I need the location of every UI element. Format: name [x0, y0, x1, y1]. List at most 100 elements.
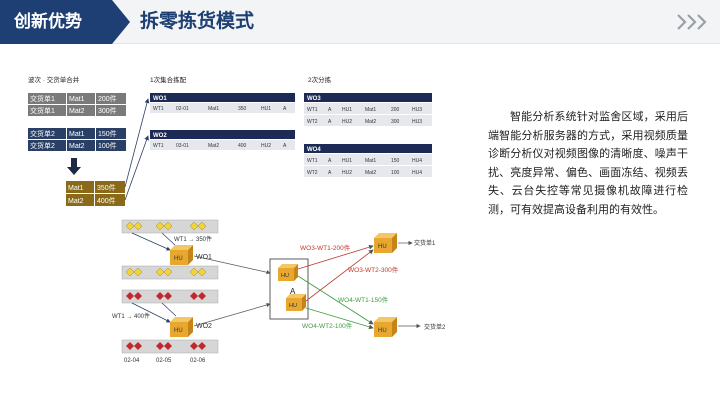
- triple-chevron-right-icon[interactable]: [676, 12, 710, 32]
- order-cell: 100件: [98, 141, 117, 150]
- table-cell: 200: [391, 107, 400, 113]
- table-cell: HU4: [412, 158, 422, 164]
- tote-rack-red-2: [121, 339, 219, 354]
- table-header: WO1: [153, 96, 167, 102]
- wo2-label: WO2: [196, 323, 212, 330]
- wo4-table: WO4 WT1 A HU1 Mat1 150 HU4 WT2 A HU2 Mat…: [304, 144, 432, 177]
- hu-label: HU: [174, 256, 183, 262]
- table-cell: Mat1: [365, 158, 376, 164]
- hu-box-2: HU: [170, 317, 193, 337]
- table-cell: WT2: [307, 170, 318, 176]
- wo3-wt1-label: WO3-WT1-200件: [300, 243, 351, 252]
- hu-box-a1: HU: [278, 264, 298, 281]
- picking-flow-diagram: 波次 · 交货单合并 1次集合拣配 2次分拣 交货单1 Mat1 200件 交货…: [28, 75, 446, 364]
- wt-top-label: WT1 → 350件: [174, 235, 212, 243]
- table-cell: 100: [391, 170, 400, 176]
- wo2-table: WO2 WT1 03-01 Mat2 400 HU2 A: [150, 130, 295, 150]
- section-tab[interactable]: 创新优势: [0, 0, 130, 44]
- order-cell: 交货单2: [30, 141, 55, 150]
- table-cell: WT2: [307, 119, 318, 125]
- bin-label: 02-04: [124, 358, 140, 364]
- table-cell: HU3: [412, 119, 422, 125]
- delivery-hu-box-1: HU: [374, 233, 397, 253]
- hu-box-1: HU: [170, 245, 193, 265]
- order-cell: 交货单1: [30, 106, 55, 115]
- order-cell: 150件: [98, 129, 117, 138]
- hu-label: HU: [281, 273, 289, 279]
- merged-cell: 350件: [97, 183, 116, 192]
- wt-bottom-label: WT1 → 400件: [112, 312, 150, 320]
- table-cell: HU3: [412, 107, 422, 113]
- merged-cell: Mat1: [68, 185, 84, 192]
- table-cell: A: [328, 170, 332, 176]
- delivery-2-label: 交货单2: [424, 323, 446, 331]
- hu-box-a2: HU: [286, 294, 306, 311]
- table-header: WO3: [307, 96, 321, 102]
- order-cell: 交货单2: [30, 129, 55, 138]
- wo3-wt2-label: WO3-WT2-300件: [348, 265, 399, 274]
- table-cell: A: [328, 119, 332, 125]
- table-cell: WT1: [153, 143, 164, 149]
- order-cell: 200件: [98, 94, 117, 103]
- table-cell: A: [328, 158, 332, 164]
- table-cell: 400: [238, 143, 247, 149]
- table-cell: 350: [238, 106, 247, 112]
- table-cell: A: [283, 106, 287, 112]
- delivery-hu-box-2: HU: [374, 317, 397, 337]
- order-cell: 交货单1: [30, 94, 55, 103]
- table-cell: HU2: [342, 119, 352, 125]
- first-pick-label: 1次集合拣配: [150, 75, 187, 84]
- order-lines-2: 交货单2 Mat1 150件 交货单2 Mat2 100件: [28, 128, 126, 151]
- order-cell: Mat2: [69, 143, 85, 150]
- station-a-frame: [269, 258, 309, 320]
- table-cell: HU1: [261, 106, 271, 112]
- wave-merge-label: 波次 · 交货单合并: [28, 75, 80, 84]
- order-cell: Mat1: [69, 131, 85, 138]
- table-cell: Mat1: [208, 106, 219, 112]
- wo4-wt1-label: WO4-WT1-150件: [338, 295, 389, 304]
- table-cell: Mat2: [208, 143, 219, 149]
- hu-label: HU: [378, 328, 387, 334]
- hu-label: HU: [378, 244, 387, 250]
- merged-lines: Mat1 350件 Mat2 400件: [66, 181, 125, 206]
- table-cell: A: [283, 143, 287, 149]
- table-cell: HU1: [342, 107, 352, 113]
- wo1-table: WO1 WT1 02-01 Mat1 350 HU1 A: [150, 93, 295, 113]
- second-sort-label: 2次分拣: [308, 75, 332, 84]
- delivery-1-label: 交货单1: [414, 239, 436, 247]
- table-cell: WT1: [153, 106, 164, 112]
- down-arrow-icon: [67, 158, 81, 175]
- station-a-label: A: [290, 287, 296, 296]
- table-cell: Mat2: [365, 119, 376, 125]
- wo3-table: WO3 WT1 A HU1 Mat1 200 HU3 WT2 A HU2 Mat…: [304, 93, 432, 126]
- wo1-label: WO1: [196, 254, 212, 261]
- table-cell: Mat1: [365, 107, 376, 113]
- bin-label: 02-05: [156, 358, 172, 364]
- table-cell: Mat2: [365, 170, 376, 176]
- wo4-wt2-label: WO4-WT2-100件: [302, 321, 353, 330]
- merged-cell: Mat2: [68, 198, 84, 205]
- table-cell: WT1: [307, 107, 318, 113]
- table-cell: A: [328, 107, 332, 113]
- table-cell: HU4: [412, 170, 422, 176]
- description-text: 智能分析系统针对监舍区域，采用后端智能分析服务器的方式，采用视频质量诊断分析仪对…: [488, 111, 688, 216]
- merged-cell: 400件: [97, 196, 116, 205]
- tote-rack-yellow-1: [121, 219, 219, 234]
- bin-label: 02-06: [190, 358, 206, 364]
- page-title: 拆零拣货模式: [140, 11, 255, 32]
- table-header: WO2: [153, 133, 167, 139]
- hu-label: HU: [289, 303, 297, 309]
- order-cell: 300件: [98, 106, 117, 115]
- tote-rack-yellow-2: [121, 265, 219, 280]
- order-lines-1: 交货单1 Mat1 200件 交货单1 Mat2 300件: [28, 93, 126, 116]
- table-cell: 300: [391, 119, 400, 125]
- hu-label: HU: [174, 328, 183, 334]
- table-cell: 150: [391, 158, 400, 164]
- table-header: WO4: [307, 147, 321, 153]
- order-cell: Mat2: [69, 108, 85, 115]
- table-cell: HU2: [342, 170, 352, 176]
- page-header: 创新优势 拆零拣货模式: [0, 0, 720, 44]
- order-cell: Mat1: [69, 96, 85, 103]
- table-cell: HU2: [261, 143, 271, 149]
- table-cell: WT1: [307, 158, 318, 164]
